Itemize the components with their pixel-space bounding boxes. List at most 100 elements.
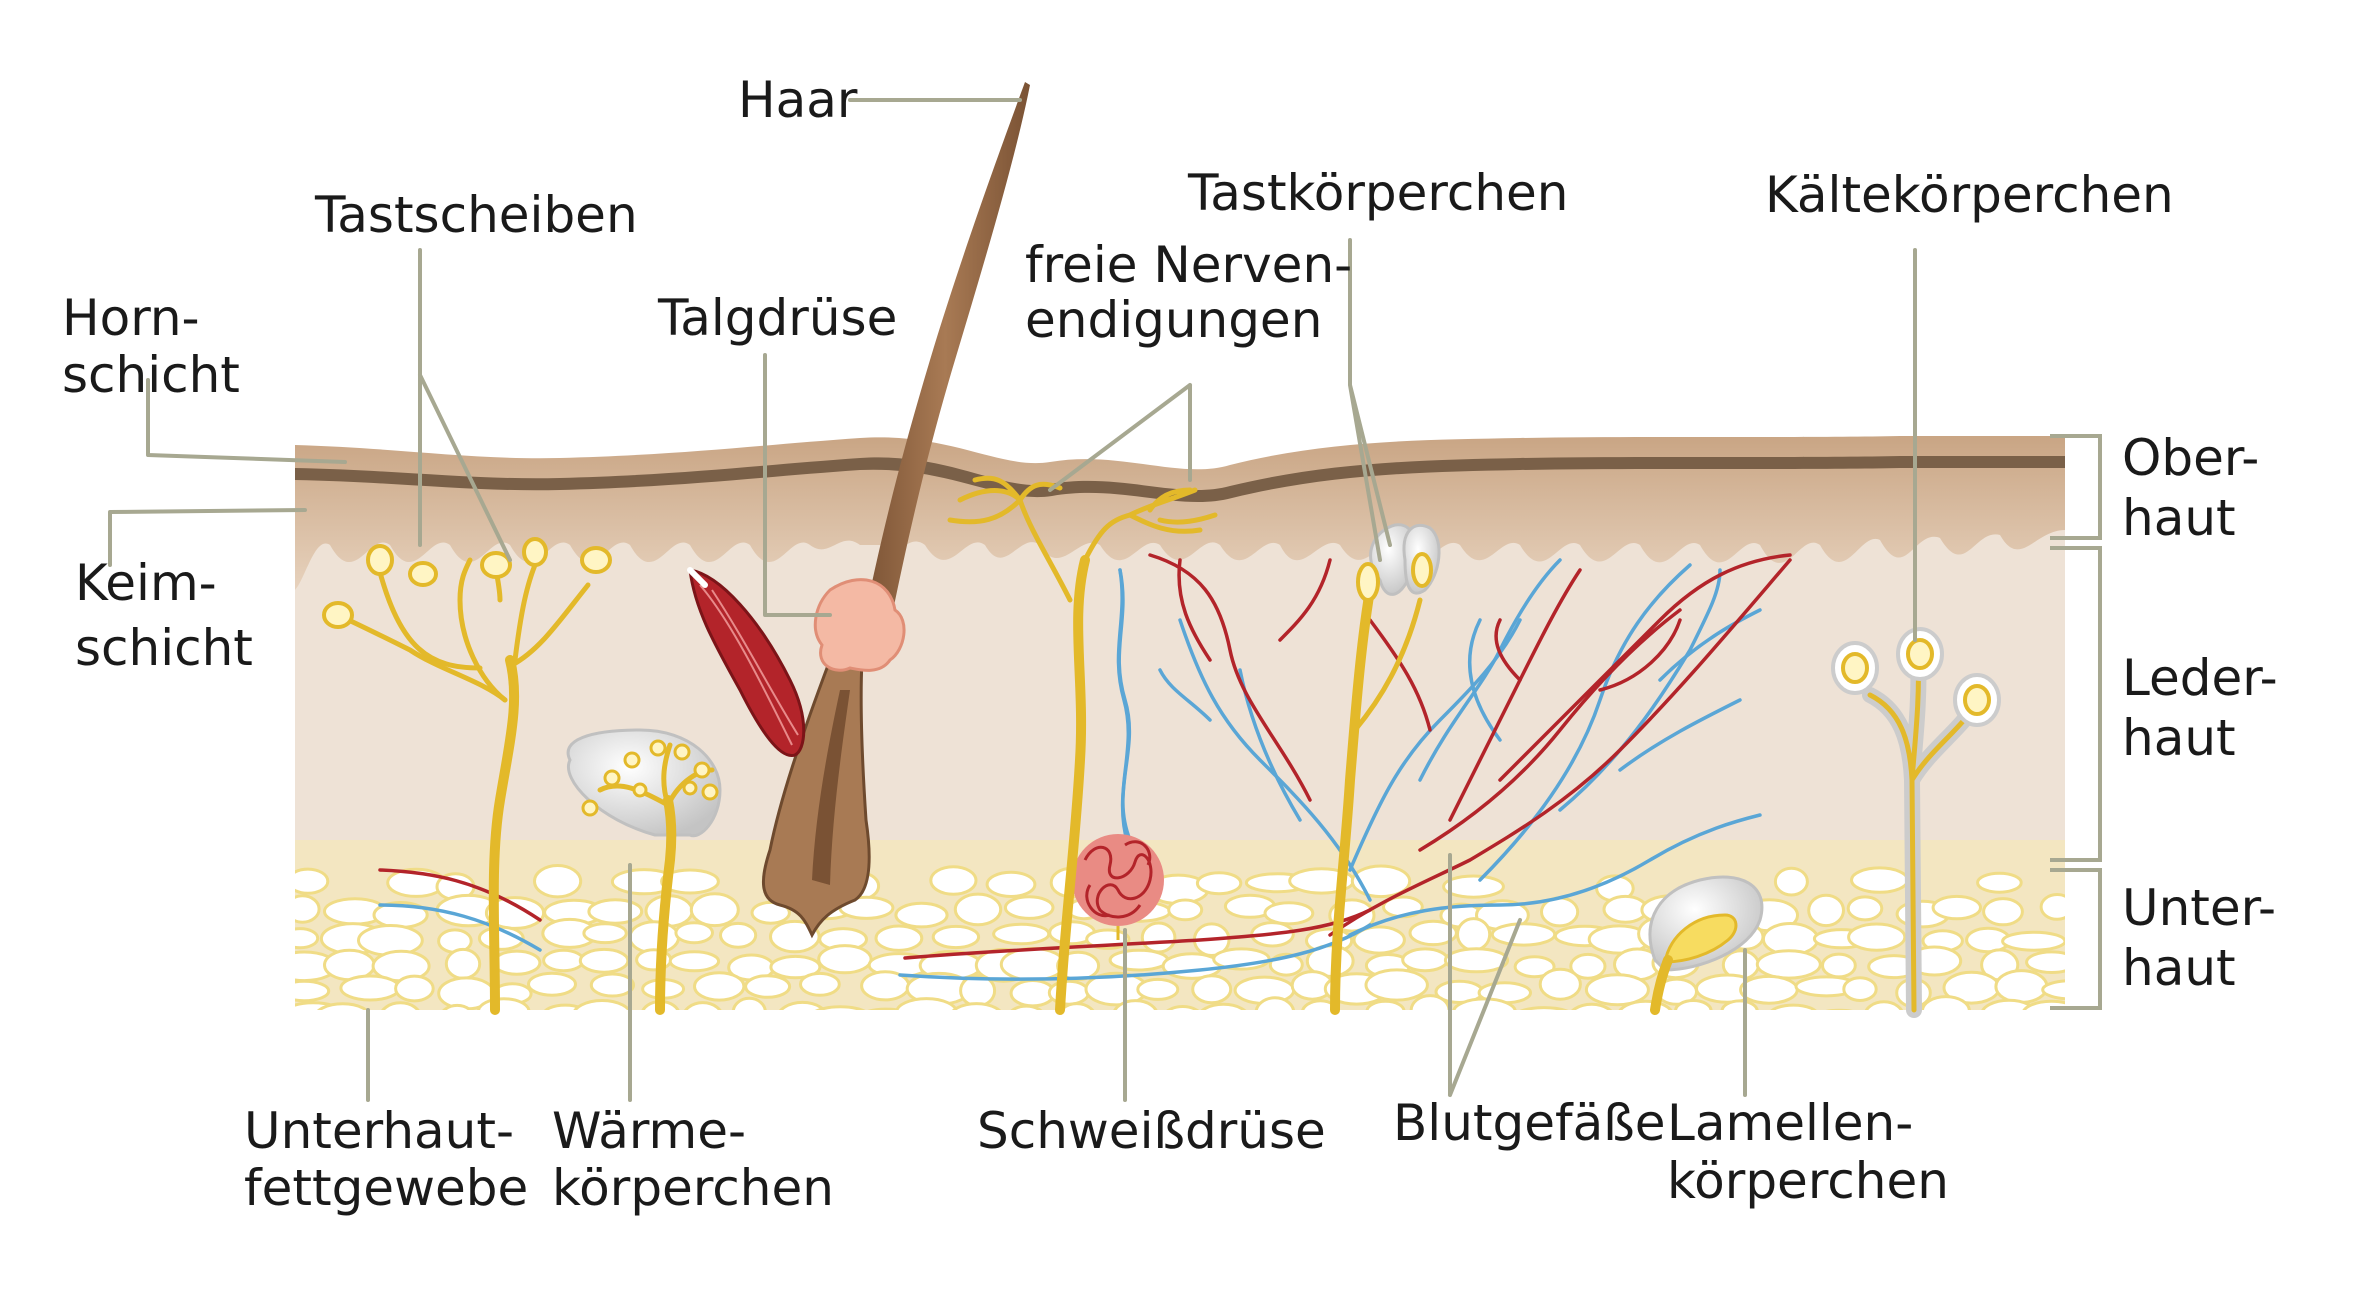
fat-cell (814, 1005, 866, 1010)
label-merkel-discs: Tastscheiben (314, 186, 638, 244)
label-dermis-2: haut (2122, 709, 2236, 767)
fat-cell (1538, 967, 1582, 1001)
label-blood-vessels: Blutgefäße (1393, 1094, 1666, 1152)
fat-cell (1350, 864, 1412, 899)
label-cold-receptor: Kältekörperchen (1765, 166, 2174, 224)
fat-cell (573, 999, 631, 1010)
fat-cell (894, 901, 949, 929)
horn-layer (295, 456, 2065, 503)
fat-cell (1352, 925, 1406, 955)
fat-cell (1821, 952, 1857, 979)
fat-cell (1113, 999, 1158, 1010)
label-dermis-1: Leder- (2122, 649, 2278, 707)
label-free-nerve-endings-1: freie Nerven- (1025, 236, 1352, 294)
fat-cell (985, 870, 1037, 899)
fat-cell (1059, 1002, 1095, 1010)
fat-cell (874, 924, 924, 952)
fat-cell (394, 974, 435, 1003)
fat-cell (1166, 1005, 1200, 1010)
fat-cell (1442, 874, 1505, 899)
fat-cell (1443, 947, 1510, 974)
label-horn-layer-1: Horn- (62, 289, 200, 347)
label-germinal-layer-2: schicht (75, 619, 253, 677)
sebaceous-gland (813, 578, 906, 672)
fat-cell (339, 974, 401, 1002)
fat-cell (951, 1002, 1002, 1010)
fat-cell (895, 997, 958, 1010)
fat-cell (1584, 973, 1650, 1007)
hair-shaft (860, 82, 1030, 650)
fat-cell (1674, 999, 1713, 1010)
layer-brackets (2050, 434, 2102, 1010)
fat-cell (992, 922, 1051, 946)
label-epidermis-2: haut (2122, 489, 2236, 547)
fat-cell (1618, 999, 1673, 1010)
fat-cell (1136, 977, 1180, 1001)
fat-cell (492, 949, 542, 976)
fat-cell (2022, 999, 2065, 1010)
fat-cell (1200, 1002, 1247, 1010)
merkel-discs (322, 537, 612, 1015)
label-sebaceous-gland: Talgdrüse (657, 289, 897, 347)
fat-cell (1195, 871, 1243, 896)
fat-cell (1519, 1006, 1569, 1010)
label-warm-receptor-2: körperchen (552, 1159, 834, 1217)
fat-cell (1720, 999, 1759, 1010)
fat-cell (689, 892, 740, 928)
warm-receptor (566, 728, 722, 1015)
fat-cell (931, 924, 981, 950)
fat-cell (542, 948, 585, 973)
fat-cell (1263, 901, 1315, 926)
label-subcutaneous-fat-2: fettgewebe (244, 1159, 528, 1217)
fat-cell (1982, 897, 2024, 927)
fat-cell (1864, 1000, 1904, 1010)
fat-cell (1994, 969, 2049, 1004)
cold-receptor (1831, 627, 2001, 1018)
fat-cell (779, 1000, 826, 1010)
fat-cell (295, 979, 331, 1003)
fat-cell (578, 947, 630, 974)
fat-cell (2025, 950, 2065, 974)
fat-cell (582, 922, 628, 945)
label-pacinian-1: Lamellen- (1667, 1094, 1913, 1152)
fat-cell (2039, 893, 2065, 921)
fat-cell (1825, 1008, 1853, 1010)
label-free-nerve-endings-2: endigungen (1025, 291, 1322, 349)
fat-cell (1513, 955, 1556, 979)
fat-cell (693, 971, 746, 1002)
fat-cell (1191, 974, 1233, 1005)
fat-cell (533, 864, 583, 899)
blood-vessels (378, 553, 1792, 981)
label-sweat-gland: Schweißdrüse (977, 1102, 1326, 1160)
fat-cell (999, 947, 1067, 982)
fat-cell (587, 898, 644, 925)
fat-cell (1847, 922, 1907, 952)
arrector-pili-muscle (687, 567, 806, 757)
fat-cell (769, 954, 822, 980)
label-germinal-layer-1: Keim- (75, 554, 217, 612)
fat-cell (1981, 998, 2037, 1010)
fat-cell (1401, 947, 1449, 973)
hair-follicle (761, 658, 871, 939)
fat-cell (477, 997, 531, 1010)
fat-cell (589, 972, 636, 998)
fat-cell (295, 927, 320, 950)
fat-cell (444, 947, 482, 980)
fat-cell (1108, 948, 1170, 972)
fat-cell (527, 971, 577, 997)
fat-cell (1602, 894, 1649, 924)
fat-cell (817, 944, 873, 975)
fat-cell (1490, 922, 1557, 947)
fat-cell (1773, 866, 1809, 897)
fat-cell (719, 921, 758, 949)
fat-cell (1254, 996, 1296, 1010)
fat-cell (1770, 1003, 1817, 1010)
meissner-corpuscle (1330, 523, 1441, 1015)
fat-cell (674, 921, 715, 945)
label-subcutaneous-fat-1: Unterhaut- (244, 1102, 514, 1160)
fat-cell (1569, 952, 1607, 980)
fat-cell (1409, 994, 1451, 1010)
fat-cell (799, 971, 841, 997)
label-hypodermis-1: Unter- (2122, 879, 2276, 937)
